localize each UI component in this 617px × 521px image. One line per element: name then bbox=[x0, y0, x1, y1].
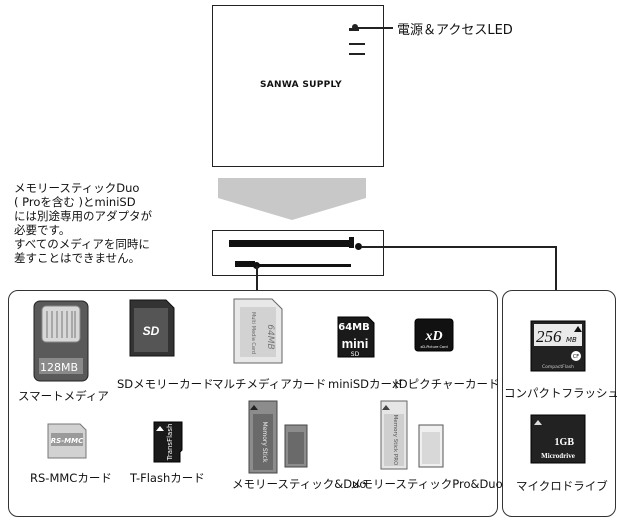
svg-text:RS-MMC: RS-MMC bbox=[51, 437, 84, 445]
upper-slot bbox=[229, 240, 351, 247]
tflash-card-label: T-Flashカード bbox=[130, 471, 205, 485]
upper-slot-connector-h bbox=[361, 246, 556, 248]
svg-text:MB: MB bbox=[566, 336, 577, 344]
tflash-card-icon: TransFlash bbox=[153, 421, 183, 463]
multimedia-card-icon: Multi Media Card 64MB bbox=[233, 298, 283, 364]
svg-text:64MB: 64MB bbox=[265, 324, 275, 349]
svg-text:xD: xD bbox=[424, 329, 442, 344]
memory-stick-pro-duo-icon bbox=[418, 424, 444, 468]
brand-logo: SANWA SUPPLY bbox=[259, 80, 343, 90]
upper-slot-card-group bbox=[502, 290, 616, 517]
svg-text:Multi Media Card: Multi Media Card bbox=[250, 312, 256, 354]
memory-stick-duo-icon bbox=[284, 424, 308, 468]
memory-stick-pro-icon: Memory Stick PRO bbox=[380, 400, 408, 470]
svg-text:SD: SD bbox=[351, 351, 360, 358]
upper-slot-tab bbox=[349, 237, 354, 248]
svg-text:1GB: 1GB bbox=[555, 437, 575, 448]
minisd-card-label: miniSDカード bbox=[328, 377, 404, 391]
led-callout-dot bbox=[352, 24, 358, 30]
lower-slot-dot bbox=[253, 262, 260, 269]
card-reader-body: SANWA SUPPLY bbox=[212, 5, 384, 167]
adapter-note: メモリースティックDuo ( Proを含む )とminiSD には別途専用のアダ… bbox=[14, 181, 152, 265]
memory-stick-icon: Memory Stick bbox=[248, 400, 278, 474]
svg-text:256: 256 bbox=[536, 327, 562, 346]
minisd-card-icon: 64MB mini SD bbox=[337, 316, 375, 358]
svg-text:Microdrive: Microdrive bbox=[541, 452, 575, 460]
rsmmc-card-icon: RS-MMC bbox=[47, 423, 87, 459]
led-callout-line bbox=[357, 27, 393, 29]
xd-card-icon: xD xD-Picture Card bbox=[414, 318, 454, 352]
rsmmc-card-label: RS-MMCカード bbox=[30, 471, 112, 485]
svg-text:SD: SD bbox=[143, 324, 160, 338]
insert-arrow-head bbox=[218, 198, 366, 220]
microdrive-label: マイクロドライブ bbox=[516, 479, 608, 493]
svg-text:mini: mini bbox=[342, 336, 369, 351]
svg-text:TransFlash: TransFlash bbox=[166, 424, 174, 462]
upper-slot-dot bbox=[355, 243, 362, 250]
insert-arrow-body bbox=[218, 178, 366, 198]
led-indicator-3 bbox=[349, 53, 365, 55]
lower-slot-connector bbox=[256, 266, 258, 290]
smart-media-label: スマートメディア bbox=[18, 389, 109, 403]
svg-text:CF: CF bbox=[573, 354, 579, 360]
svg-text:xD-Picture Card: xD-Picture Card bbox=[420, 345, 447, 349]
svg-text:Memory Stick: Memory Stick bbox=[261, 422, 268, 463]
lower-slot-left bbox=[235, 261, 255, 266]
svg-text:Memory Stick PRO: Memory Stick PRO bbox=[392, 415, 398, 466]
svg-text:CompactFlash: CompactFlash bbox=[542, 364, 574, 370]
sd-card-label: SDメモリーカード bbox=[117, 377, 214, 391]
led-label: 電源＆アクセスLED bbox=[397, 23, 513, 38]
multimedia-card-label: マルチメディアカード bbox=[212, 377, 327, 391]
xd-card-label: xDピクチャーカード bbox=[392, 377, 500, 391]
compactflash-card-label: コンパクトフラッシュ bbox=[504, 386, 617, 400]
svg-text:64MB: 64MB bbox=[338, 322, 370, 333]
microdrive-icon: 1GB Microdrive bbox=[530, 414, 586, 464]
sd-card-icon: SD bbox=[129, 299, 175, 357]
memory-stick-duo-label: メモリースティック&Duo bbox=[232, 477, 367, 491]
smart-media-card-icon bbox=[33, 300, 89, 382]
memory-stick-pro-duo-label: メモリースティックPro&Duo bbox=[350, 477, 503, 491]
lower-slot-card-group bbox=[8, 290, 498, 517]
upper-slot-connector-v bbox=[555, 246, 557, 290]
slot-panel bbox=[212, 230, 384, 276]
smart-media-capacity: 128MB bbox=[40, 361, 79, 374]
compactflash-card-icon: 256 MB CF CompactFlash bbox=[530, 320, 586, 372]
led-indicator-2 bbox=[349, 43, 365, 45]
lower-slot bbox=[235, 264, 351, 267]
